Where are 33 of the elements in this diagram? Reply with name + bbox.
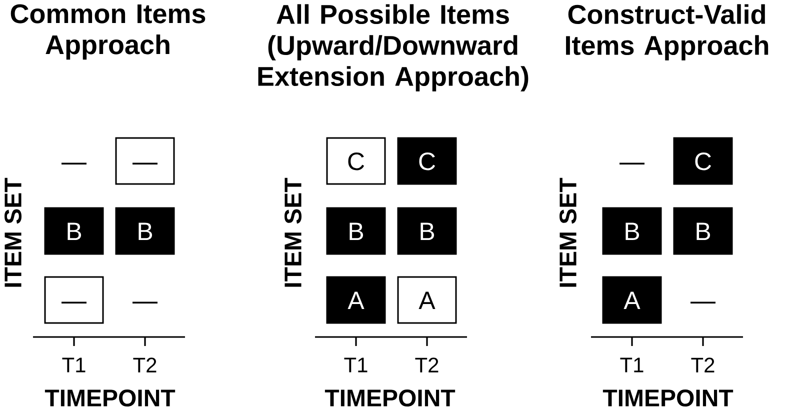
item-box: A xyxy=(602,276,662,324)
dash-label: — xyxy=(62,162,86,164)
panel-title: Construct-Valid Items Approach xyxy=(566,4,768,60)
axis-title: ITEM SET xyxy=(284,178,302,287)
tick-label: T2 xyxy=(691,358,714,372)
tick-label: T2 xyxy=(415,358,438,372)
panel-title: Common Items Approach xyxy=(10,4,206,60)
item-box: B xyxy=(44,207,104,255)
tick-label: T1 xyxy=(620,358,644,372)
item-box: C xyxy=(326,137,386,185)
item-box: C xyxy=(397,137,457,185)
item-box: B xyxy=(326,207,386,255)
item-box: B xyxy=(397,207,457,255)
item-box: C xyxy=(673,137,733,185)
item-box: — xyxy=(115,137,175,185)
tick-label: T1 xyxy=(344,358,368,372)
axis-title: TIMEPOINT xyxy=(44,390,176,406)
tick-label: T2 xyxy=(133,358,156,372)
axis-title: TIMEPOINT xyxy=(324,390,456,406)
item-box: A xyxy=(326,276,386,324)
dash-label: — xyxy=(690,302,716,304)
dash-label: — xyxy=(620,162,644,164)
axis-title: TIMEPOINT xyxy=(602,390,734,406)
item-box: — xyxy=(44,276,104,324)
dash-label: — xyxy=(132,302,158,304)
panel-title: All Possible Items (Upward/Downward Extension Approach) xyxy=(258,4,528,92)
axis-title: ITEM SET xyxy=(4,178,22,287)
tick-label: T1 xyxy=(62,358,86,372)
item-box: B xyxy=(115,207,175,255)
item-box: B xyxy=(673,207,733,255)
axis-title: ITEM SET xyxy=(560,178,576,287)
item-box: B xyxy=(602,207,662,255)
item-box: A xyxy=(397,276,457,324)
